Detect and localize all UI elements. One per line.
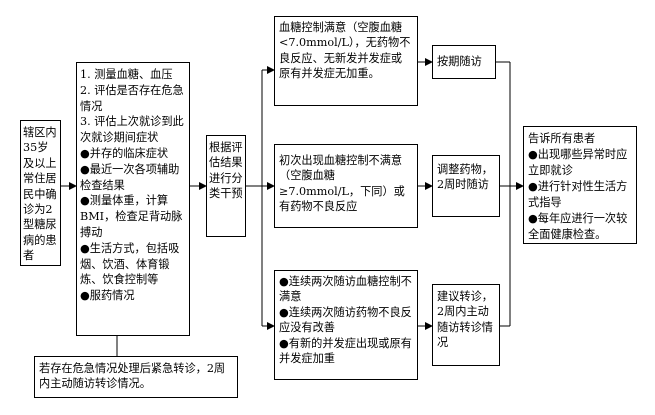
target-population-text: 辖区内35岁及以上常住居民中确诊为2型糖尿病的患者: [23, 126, 57, 263]
emergency-referral-box: 若存在危急情况处理后紧急转诊，2周内主动随访转诊情况。: [34, 356, 238, 398]
condition-refer-box: ●连续两次随访血糖控制不满意 ●连续两次随访药物不良反应没有改善 ●有新的并发症…: [274, 270, 418, 380]
refer-reason-2: ●连续两次随访药物不良反应没有改善: [279, 305, 412, 335]
condition-first-text: 初次出现血糖控制不满意（空腹血糖≥7.0mmol/L，下同）或有药物不良反应: [279, 154, 405, 214]
assess-item-weight: ●测量体重，计算BMI，检查足背动脉搏动: [80, 194, 183, 239]
notify-title: 告诉所有患者: [528, 132, 596, 145]
assess-item-tests: ●最近一次各项辅助检查结果: [80, 162, 180, 192]
refer-reason-3: ●有新的并发症出现或原有并发症加重: [279, 336, 412, 366]
assess-line-2: 2. 评估是否存在危急情况: [80, 83, 184, 113]
notify-patients-box: 告诉所有患者 ●出现哪些异常时应立即就诊 ●进行针对性生活方式指导 ●每年应进行…: [523, 126, 637, 244]
assess-item-symptoms: ●并存的临床症状: [80, 146, 169, 160]
adjust-medication-text: 调整药物，2周时随访: [437, 163, 493, 192]
classify-box: 根据评估结果进行分类干预: [206, 135, 246, 237]
scheduled-followup-box: 按期随访: [432, 45, 496, 79]
refer-reason-1: ●连续两次随访血糖控制不满意: [279, 275, 412, 304]
refer-action-box: 建议转诊，2周内主动随访转诊情况: [432, 284, 500, 366]
notify-item-1: ●出现哪些异常时应立即就诊: [528, 148, 628, 177]
scheduled-followup-text: 按期随访: [437, 55, 482, 68]
emergency-referral-text: 若存在危急情况处理后紧急转诊，2周内主动随访转诊情况。: [39, 362, 226, 391]
assess-line-3: 3. 评估上次就诊到此次就诊期间症状: [80, 115, 184, 145]
assess-item-medication: ●服药情况: [80, 289, 135, 303]
condition-first-box: 初次出现血糖控制不满意（空腹血糖≥7.0mmol/L，下同）或有药物不良反应: [274, 144, 418, 228]
assess-line-1: 1. 测量血糖、血压: [80, 68, 173, 81]
adjust-medication-box: 调整药物，2周时随访: [432, 155, 500, 217]
target-population-box: 辖区内35岁及以上常住居民中确诊为2型糖尿病的患者: [20, 120, 61, 266]
assessment-box: 1. 测量血糖、血压 2. 评估是否存在危急情况 3. 评估上次就诊到此次就诊期…: [76, 62, 190, 336]
refer-action-text: 建议转诊，2周内主动随访转诊情况: [437, 290, 493, 350]
notify-item-3: ●每年应进行一次较全面健康检查。: [528, 212, 628, 241]
notify-item-2: ●进行针对性生活方式指导: [528, 180, 628, 209]
condition-satisfied-text: 血糖控制满意（空腹血糖<7.0mmol/L），无药物不良反应、无新发并发症或原有…: [279, 21, 411, 81]
classify-text: 根据评估结果进行分类干预: [209, 141, 243, 201]
assess-item-lifestyle: ●生活方式，包括吸烟、饮酒、体育锻炼、饮食控制等: [80, 241, 180, 287]
condition-satisfied-box: 血糖控制满意（空腹血糖<7.0mmol/L），无药物不良反应、无新发并发症或原有…: [274, 16, 418, 106]
